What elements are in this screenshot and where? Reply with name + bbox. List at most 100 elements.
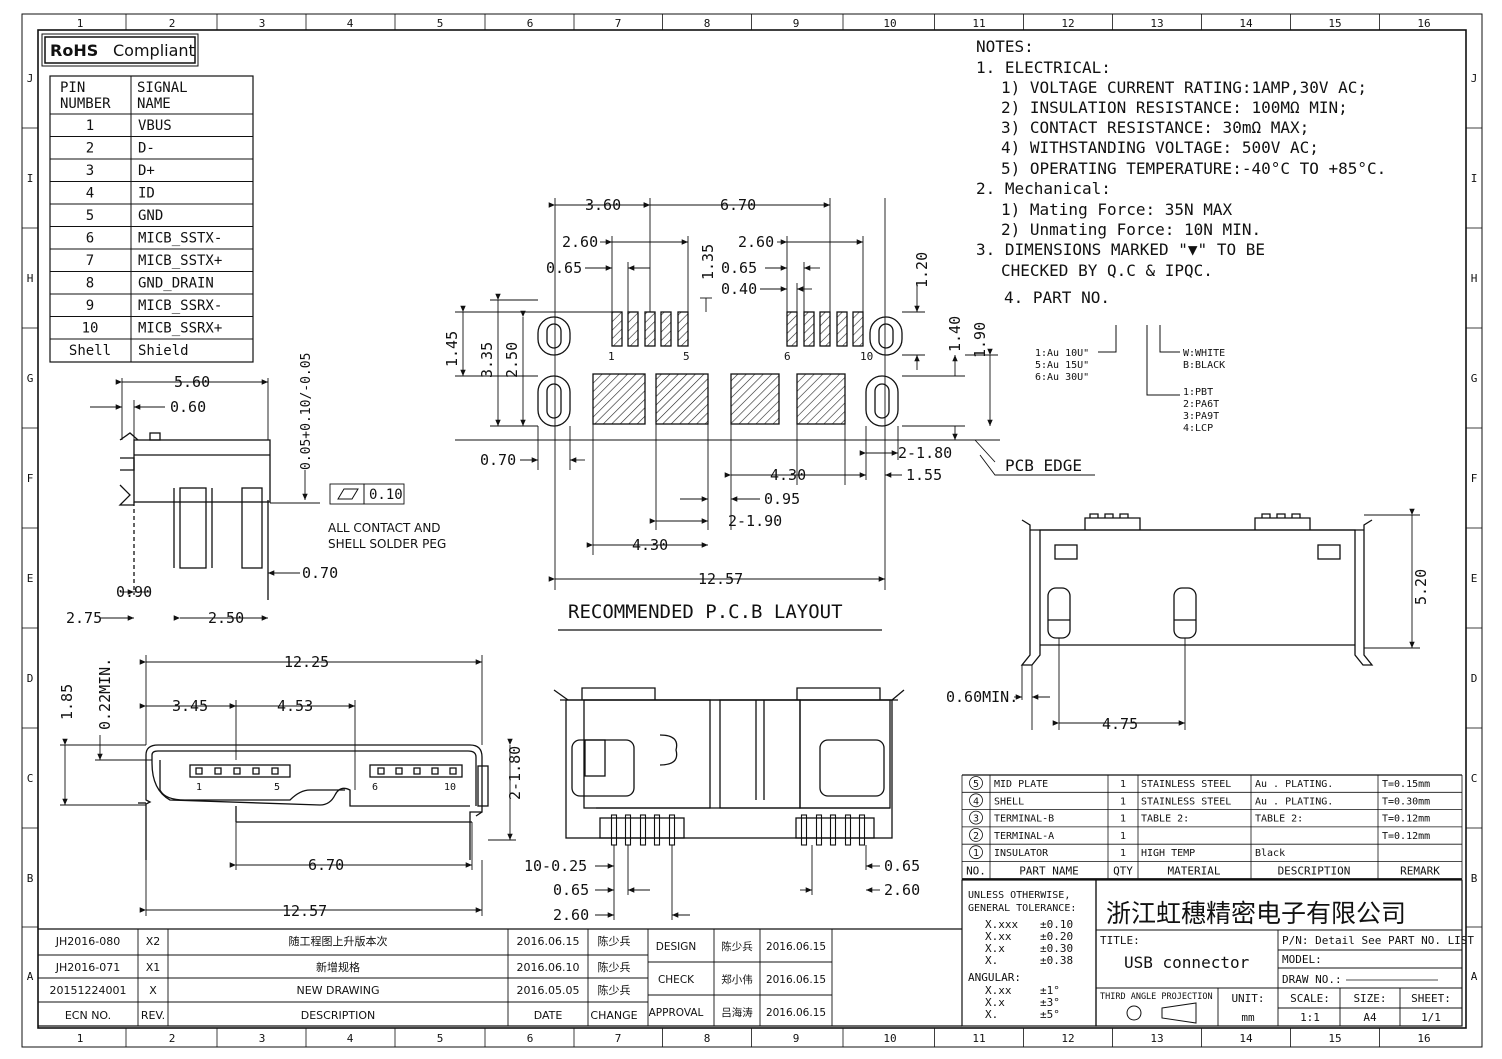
revision-desc: 随工程图上升版本次 [289, 934, 388, 948]
dim-0-40: 0.40 [721, 280, 757, 298]
pin-signal: VBUS [138, 118, 172, 134]
zone-col-top: 4 [347, 17, 354, 30]
material-option: 1:PBT [1183, 387, 1213, 398]
bom-no: 1 [973, 848, 979, 859]
approval-role: CHECK [658, 974, 695, 986]
signal-header-2: NAME [137, 96, 171, 112]
plating-option: 1:Au 10U" [1035, 348, 1089, 359]
bom-header: QTY [1113, 865, 1133, 878]
tolerance-title: UNLESS OTHERWISE, [968, 890, 1070, 901]
dim-0-65-left: 0.65 [546, 259, 582, 277]
solder-note-2: SHELL SOLDER PEG [328, 537, 446, 551]
revision-ecn: JH2016-080 [55, 935, 120, 948]
material-option: 3:PA9T [1183, 411, 1219, 422]
front-view [138, 744, 489, 860]
pin-number: 1 [86, 118, 94, 134]
revision-header: REV. [141, 1009, 165, 1022]
pin-number: 6 [86, 231, 94, 247]
projection-symbol [1126, 1005, 1142, 1021]
zone-row-left: J [27, 72, 34, 85]
title-label: TITLE: [1100, 934, 1140, 947]
zone-col-bottom: 10 [883, 1032, 896, 1045]
material-option: 2:PA6T [1183, 399, 1219, 410]
dim-1-90: 1.90 [971, 322, 989, 358]
bom-material: HIGH TEMP [1141, 848, 1195, 859]
zone-col-top: 5 [437, 17, 444, 30]
dim-0-60: 0.60 [170, 398, 206, 416]
dim-2-75: 2.75 [66, 609, 102, 627]
revision-header: ECN NO. [65, 1009, 111, 1022]
bom-no: 2 [973, 831, 979, 842]
dim-3-35: 3.35 [478, 342, 496, 378]
bom-remark: T=0.30mm [1382, 796, 1430, 807]
note-line: 1. ELECTRICAL: [976, 58, 1111, 77]
dim-2-60-right: 2.60 [738, 233, 774, 251]
zone-col-bottom: 6 [527, 1032, 534, 1045]
zone-row-left: E [27, 572, 34, 585]
zone-row-right: F [1471, 472, 1478, 485]
zone-col-top: 8 [704, 17, 711, 30]
zone-col-bottom: 16 [1417, 1032, 1430, 1045]
bom-balloon [969, 810, 983, 825]
bottom-pin [858, 814, 866, 846]
tol-key: X.x [985, 942, 1005, 955]
material-option: 4:LCP [1183, 423, 1213, 434]
bottom-view [553, 687, 905, 839]
zone-col-bottom: 3 [259, 1032, 266, 1045]
dim-2-50: 2.50 [208, 609, 244, 627]
note-line: 4. PART NO. [1004, 288, 1110, 307]
zone-row-left: F [27, 472, 34, 485]
zone-row-left: D [27, 672, 34, 685]
zone-col-bottom: 13 [1150, 1032, 1163, 1045]
bom-material: TABLE 2: [1141, 814, 1189, 825]
dim-3-45: 3.45 [172, 697, 208, 715]
approval-date: 2016.06.15 [766, 974, 826, 986]
zone-row-right: E [1471, 572, 1478, 585]
right-side-view [1020, 513, 1374, 666]
tol-value: ±3° [1040, 996, 1060, 1009]
approval-name: 吕海涛 [721, 1006, 753, 1019]
dim-1-85: 1.85 [58, 684, 76, 720]
dim-0-65-left: 0.65 [553, 881, 589, 899]
zone-row-right: G [1471, 372, 1478, 385]
bom-qty: 1 [1120, 814, 1126, 825]
tol-value: ±0.10 [1040, 918, 1073, 931]
note-line: 2) Unmating Force: 10N MIN. [1001, 220, 1261, 239]
model-label: MODEL: [1282, 953, 1322, 966]
drawing-title: USB connector [1124, 953, 1250, 972]
bottom-view-dims [595, 845, 880, 920]
zone-col-bottom: 9 [793, 1032, 800, 1045]
dim-2-60-left: 2.60 [562, 233, 598, 251]
pin-number: 3 [86, 163, 94, 179]
tol-value: ±0.30 [1040, 942, 1073, 955]
zone-col-bottom: 14 [1239, 1032, 1253, 1045]
pin-signal: MICB_SSTX+ [138, 253, 222, 269]
zone-col-top: 9 [793, 17, 800, 30]
pcb-edge-label: PCB EDGE [1005, 456, 1082, 475]
revision-header: DESCRIPTION [301, 1009, 375, 1022]
zone-col-top: 7 [615, 17, 622, 30]
zone-col-bottom: 5 [437, 1032, 444, 1045]
pin-signal: MICB_SSRX- [138, 298, 222, 314]
note-line: CHECKED BY Q.C & IPQC. [1001, 261, 1213, 280]
front-pin-10: 10 [444, 782, 456, 793]
bom-part: TERMINAL-A [994, 831, 1054, 842]
zone-col-bottom: 15 [1328, 1032, 1341, 1045]
zone-row-left: I [27, 172, 34, 185]
title-cell-value: 1:1 [1300, 1011, 1320, 1024]
pcb-layout-view [537, 311, 903, 427]
approval-name: 郑小伟 [721, 973, 753, 986]
note-line: 2. Mechanical: [976, 179, 1111, 198]
pin-signal: MICB_SSRX+ [138, 321, 222, 337]
tol-key: X. [985, 954, 998, 967]
bom-balloon [969, 776, 983, 790]
front-pin-1: 1 [196, 782, 202, 793]
title-cell-label: SIZE: [1353, 992, 1386, 1005]
tol-key: X.x [985, 996, 1005, 1009]
note-line: 1) Mating Force: 35N MAX [1001, 200, 1233, 219]
title-cell-value: mm [1241, 1011, 1255, 1024]
